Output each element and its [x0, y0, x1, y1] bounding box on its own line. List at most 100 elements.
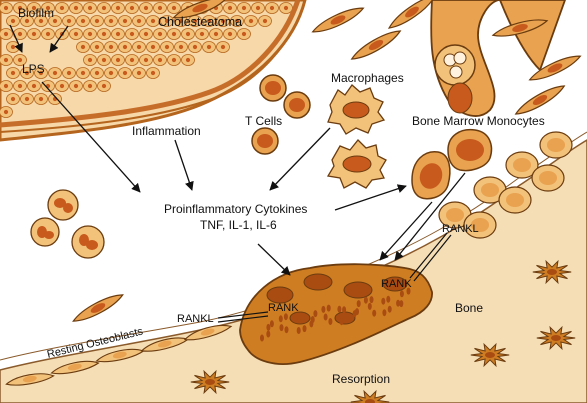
label-rankl-left: RANKL — [177, 313, 214, 325]
osteoblast-nucleus — [67, 363, 82, 371]
keratinocyte-nucleus — [66, 70, 72, 76]
label-biofilm: Biofilm — [18, 6, 54, 20]
keratinocyte-nucleus — [157, 31, 163, 37]
keratinocyte-nucleus — [136, 18, 142, 24]
fibroblast-nucleus — [405, 6, 419, 18]
fibroblast-nucleus — [512, 24, 528, 32]
keratinocyte-nucleus — [3, 31, 9, 37]
keratinocyte-nucleus — [94, 70, 100, 76]
keratinocyte-nucleus — [3, 109, 9, 115]
osteocyte — [532, 259, 572, 285]
keratinocyte-nucleus — [143, 5, 149, 11]
keratinocyte-nucleus — [101, 83, 107, 89]
keratinocyte-nucleus — [3, 5, 9, 11]
ruffled-border-mark — [337, 305, 342, 313]
ruffled-border-mark — [372, 309, 377, 317]
cholesteatoma-cells — [0, 2, 293, 118]
label-rank-left: RANK — [268, 302, 299, 314]
keratinocyte-nucleus — [192, 44, 198, 50]
keratinocyte-nucleus — [171, 57, 177, 63]
fibroblast-cells — [72, 0, 582, 322]
label-rank-right: RANK — [381, 278, 412, 290]
fibroblast-nucleus — [90, 303, 106, 313]
ruffled-border-mark — [283, 313, 288, 321]
osteoblast-nucleus — [22, 375, 37, 383]
ruffled-border-mark — [367, 302, 372, 310]
ruffled-border-mark — [260, 334, 264, 342]
lining-cell-nucleus — [513, 158, 531, 172]
keratinocyte-nucleus — [164, 18, 170, 24]
immune-cells-left — [30, 189, 105, 259]
ruffled-border-mark — [293, 313, 298, 321]
ruffled-border-mark — [399, 290, 404, 298]
keratinocyte-nucleus — [199, 31, 205, 37]
fibroblast-nucleus — [330, 15, 346, 25]
keratinocyte-nucleus — [17, 57, 23, 63]
keratinocyte-nucleus — [31, 83, 37, 89]
osteocyte-nucleus — [205, 379, 215, 385]
label-bone-marrow-monocytes: Bone Marrow Monocytes — [412, 114, 545, 128]
label-resorption: Resorption — [332, 372, 390, 386]
keratinocyte-nucleus — [192, 18, 198, 24]
ruffled-border-mark — [386, 295, 391, 303]
keratinocyte-nucleus — [171, 5, 177, 11]
label-rankl-right: RANKL — [442, 223, 479, 235]
osteoblast — [5, 373, 55, 386]
ruffled-border-mark — [387, 305, 392, 313]
ruffled-border-mark — [328, 318, 333, 325]
keratinocyte-nucleus — [17, 5, 23, 11]
keratinocyte-nucleus — [73, 83, 79, 89]
keratinocyte-nucleus — [87, 31, 93, 37]
label-t-cells: T Cells — [245, 114, 282, 128]
ruffled-border-mark — [309, 320, 314, 328]
keratinocyte-nucleus — [227, 31, 233, 37]
bone-lining-cells — [438, 131, 573, 239]
ruffled-border — [260, 287, 411, 342]
keratinocyte-nucleus — [45, 5, 51, 11]
keratinocyte-nucleus — [136, 70, 142, 76]
keratinocyte-nucleus — [24, 70, 30, 76]
keratinocyte-nucleus — [178, 44, 184, 50]
osteoblast-nucleus — [157, 340, 172, 348]
fibroblast-cell — [387, 0, 437, 29]
osteoblast-nucleus — [112, 351, 127, 359]
osteocyte-body — [350, 389, 390, 403]
keratinocyte-nucleus — [122, 18, 128, 24]
keratinocyte-nucleus — [241, 5, 247, 11]
keratinocyte-nucleus — [45, 31, 51, 37]
osteocyte-nucleus — [365, 399, 375, 403]
fibroblast-cell — [350, 30, 402, 60]
label-cytokines-title: Proinflammatory Cytokines — [164, 202, 307, 216]
fibroblast-cell — [72, 294, 124, 322]
keratinocyte-nucleus — [206, 44, 212, 50]
keratinocyte-nucleus — [213, 31, 219, 37]
keratinocyte-nucleus — [178, 18, 184, 24]
keratinocyte-nucleus — [122, 44, 128, 50]
rankl-rank-connectors — [217, 232, 452, 323]
ruffled-border-mark — [266, 330, 271, 338]
osteocyte — [470, 342, 510, 368]
keratinocyte-nucleus — [31, 31, 37, 37]
keratinocyte-nucleus — [94, 44, 100, 50]
keratinocyte-nucleus — [87, 57, 93, 63]
blood-vessel — [430, 0, 566, 117]
keratinocyte-nucleus — [171, 31, 177, 37]
osteoclast — [239, 263, 433, 365]
ruffled-border-mark — [326, 304, 331, 312]
bone-marrow-monocytes — [411, 128, 493, 200]
keratinocyte-nucleus — [283, 5, 289, 11]
fibroblast-cell — [172, 0, 228, 19]
ruffled-border-mark — [352, 310, 357, 318]
keratinocyte-nucleus — [3, 83, 9, 89]
fibroblast-nucleus — [532, 94, 548, 106]
fibroblast-nucleus — [547, 63, 563, 73]
keratinocyte-nucleus — [150, 70, 156, 76]
fibroblast-cell — [514, 85, 566, 115]
ruffled-border-mark — [381, 297, 386, 305]
keratinocyte-nucleus — [115, 31, 121, 37]
keratinocyte-nucleus — [10, 70, 16, 76]
keratinocyte-nucleus — [136, 44, 142, 50]
keratinocyte-nucleus — [115, 5, 121, 11]
ruffled-border-mark — [382, 309, 387, 317]
ruffled-border-mark — [321, 305, 326, 313]
